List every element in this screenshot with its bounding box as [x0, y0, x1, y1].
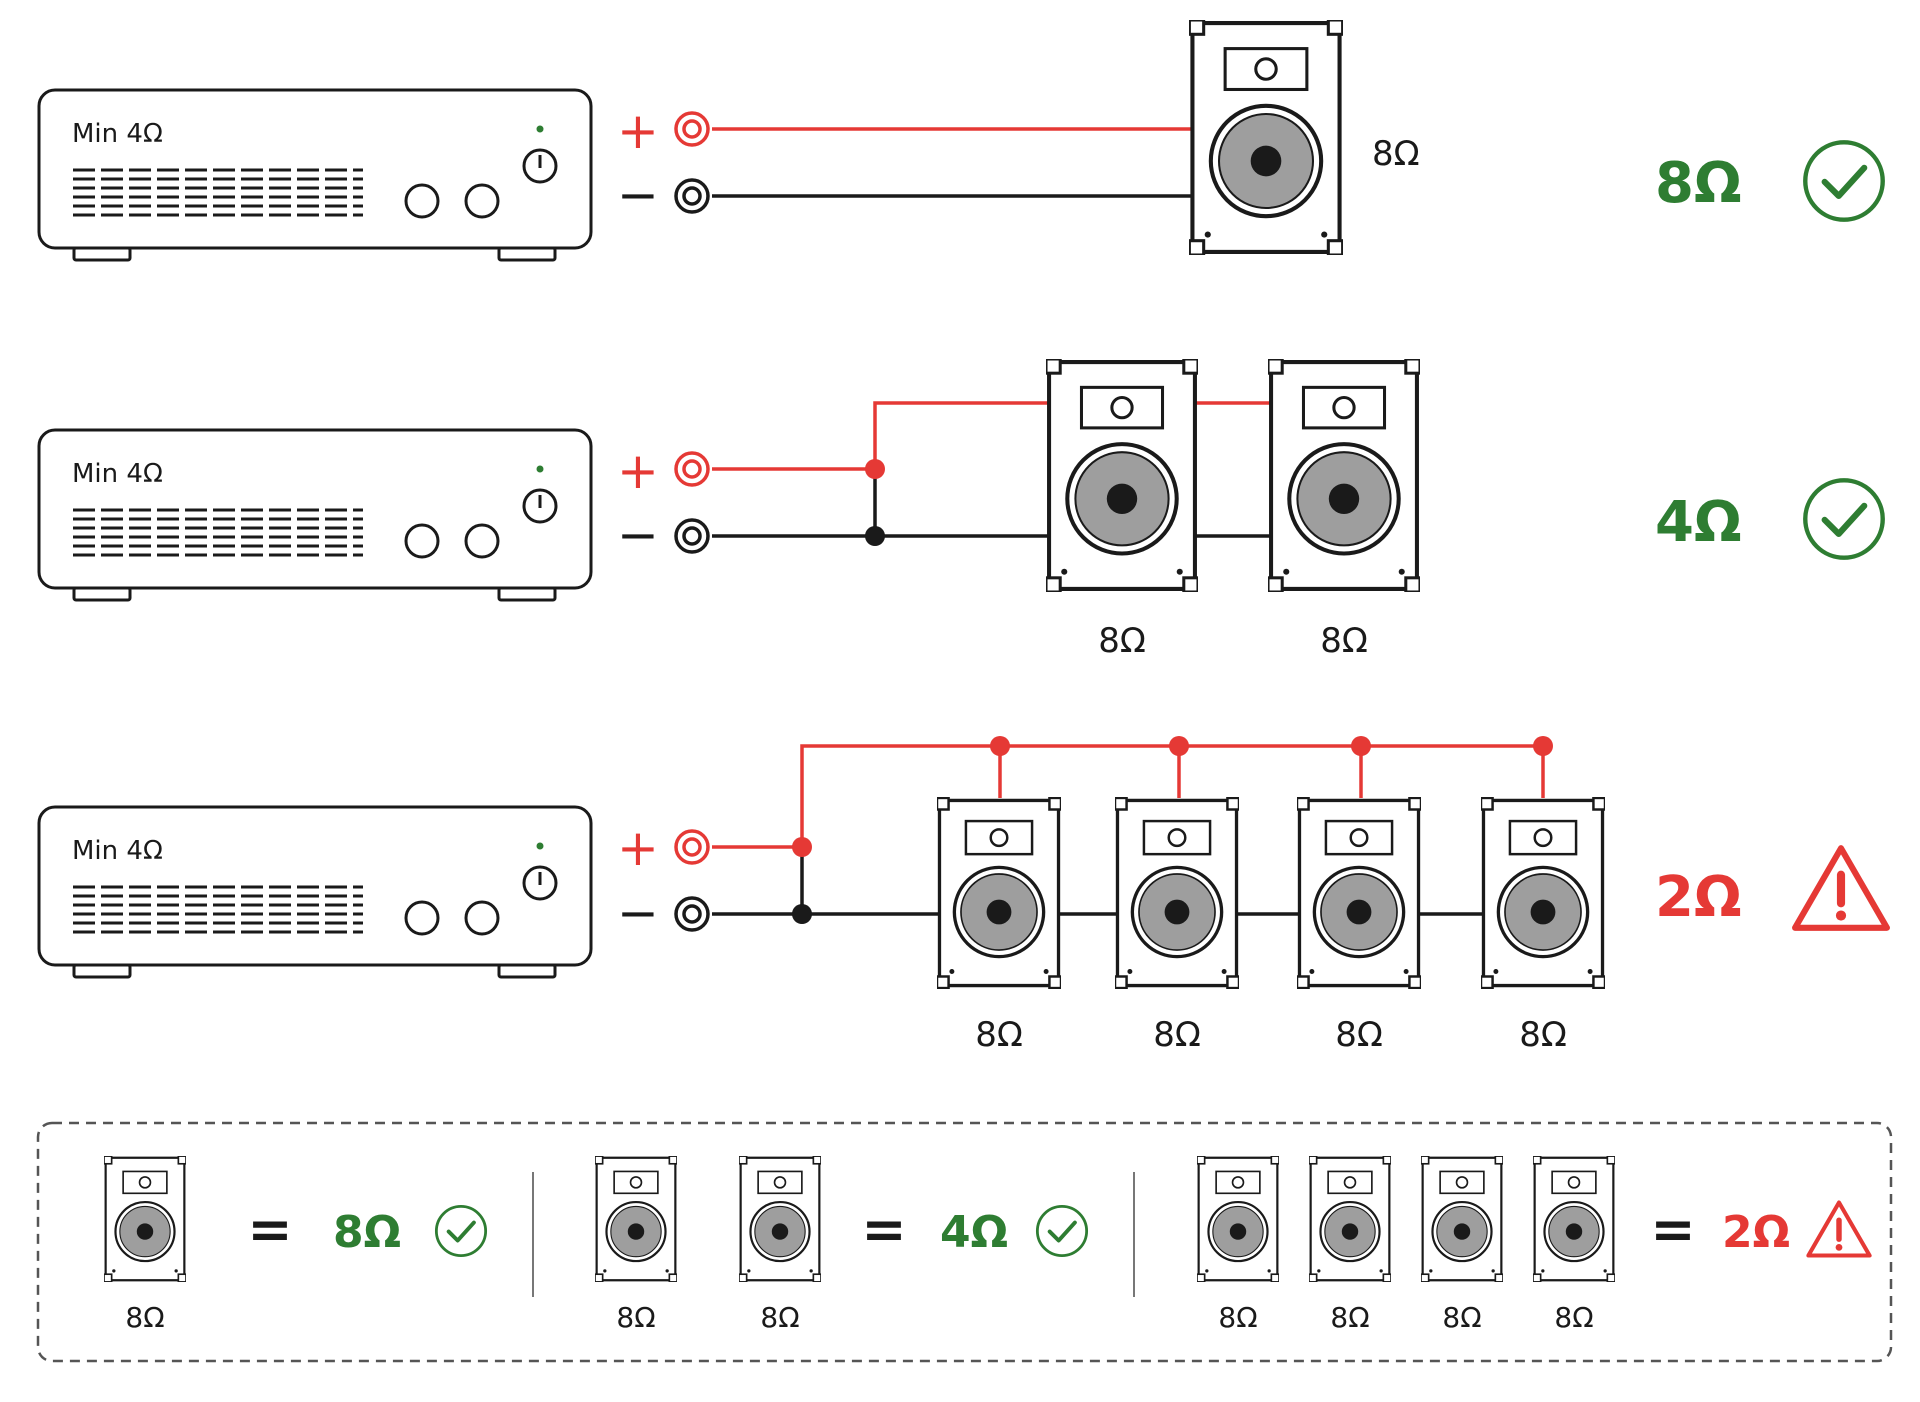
row-1: Min 4Ω + − 8Ω 8Ω [37, 20, 1883, 262]
amplifier-1: Min 4Ω [37, 88, 593, 262]
positive-junction [990, 736, 1010, 756]
speaker-impedance: 8Ω [1372, 134, 1420, 174]
equals-sign: = [1650, 1198, 1695, 1261]
amplifier-2: Min 4Ω [37, 428, 593, 602]
legend-frame [36, 1121, 1893, 1363]
positive-sign: + [617, 442, 659, 500]
amp-min-label: Min 4Ω [72, 119, 163, 149]
legend-total: 4Ω [940, 1207, 1008, 1258]
warning-triangle-icon [1795, 848, 1887, 928]
speaker-impedance: 8Ω [1330, 1301, 1369, 1334]
equals-sign: = [861, 1198, 906, 1261]
amplifier-icon [37, 428, 593, 602]
speaker-icon [739, 1156, 821, 1282]
check-circle-icon [1805, 142, 1882, 219]
total-impedance: 2Ω [1655, 865, 1742, 930]
speaker-impedance: 8Ω [975, 1015, 1023, 1055]
legend-total: 2Ω [1722, 1207, 1790, 1258]
negative-junction [792, 904, 812, 924]
speaker-impedance: 8Ω [1554, 1301, 1593, 1334]
total-impedance: 4Ω [1655, 490, 1742, 555]
equals-sign: = [247, 1198, 292, 1261]
speaker-icon [595, 1156, 677, 1282]
speaker-impedance: 8Ω [760, 1301, 799, 1334]
speaker-impedance: 8Ω [1519, 1015, 1567, 1055]
speaker-impedance: 8Ω [1442, 1301, 1481, 1334]
negative-sign: − [617, 506, 659, 564]
positive-terminal-icon [674, 451, 710, 487]
amplifier-icon [37, 805, 593, 979]
negative-terminal-icon [674, 896, 710, 932]
negative-terminal-icon [674, 178, 710, 214]
speaker-impedance: 8Ω [1098, 621, 1146, 661]
speaker-icon [1533, 1156, 1615, 1282]
positive-sign: + [617, 102, 659, 160]
positive-terminal-icon [674, 829, 710, 865]
check-circle-icon [1035, 1204, 1089, 1258]
speaker-icon [1197, 1156, 1279, 1282]
speaker-impedance: 8Ω [1335, 1015, 1383, 1055]
negative-sign: − [617, 884, 659, 942]
negative-junction [865, 526, 885, 546]
row-3: Min 4Ω + − 8Ω 8Ω 8Ω 8Ω 2Ω [37, 736, 1887, 1055]
positive-junction [1533, 736, 1553, 756]
legend-group-3: 8Ω 8Ω 8Ω 8Ω = 2Ω [1197, 1156, 1870, 1334]
positive-terminal-icon [674, 111, 710, 147]
positive-junction [1169, 736, 1189, 756]
speaker-icon [1309, 1156, 1391, 1282]
amplifier-icon [37, 88, 593, 262]
total-impedance: 8Ω [1655, 151, 1742, 216]
summary-legend: 8Ω = 8Ω 8Ω 8Ω = 4Ω 8Ω 8Ω 8Ω 8Ω = 2Ω [36, 1121, 1893, 1363]
speaker-icon [1115, 797, 1239, 989]
speaker-impedance: 8Ω [1153, 1015, 1201, 1055]
speaker-icon [1189, 20, 1342, 255]
speaker-icon [104, 1156, 186, 1282]
speaker-impedance: 8Ω [125, 1301, 164, 1334]
positive-junction [792, 837, 812, 857]
amp-min-label: Min 4Ω [72, 836, 163, 866]
speaker-icon [937, 797, 1061, 989]
negative-terminal-icon [674, 518, 710, 554]
row-2: Min 4Ω + − 8Ω 8Ω 4Ω [37, 359, 1883, 661]
amp-min-label: Min 4Ω [72, 459, 163, 489]
speaker-icon [1297, 797, 1421, 989]
check-circle-icon [1805, 480, 1882, 557]
positive-sign: + [617, 819, 659, 877]
speaker-impedance: 8Ω [1320, 621, 1368, 661]
negative-sign: − [617, 166, 659, 224]
amplifier-3: Min 4Ω [37, 805, 593, 979]
speaker-icon [1421, 1156, 1503, 1282]
legend-group-1: 8Ω = 8Ω [104, 1156, 488, 1334]
speaker-impedance: 8Ω [616, 1301, 655, 1334]
check-circle-icon [434, 1204, 488, 1258]
warning-triangle-icon [1808, 1202, 1869, 1255]
speaker-icon [1046, 359, 1198, 592]
positive-wire [712, 401, 1050, 471]
legend-group-2: 8Ω 8Ω = 4Ω [595, 1156, 1089, 1334]
legend-total: 8Ω [333, 1207, 401, 1258]
speaker-icon [1481, 797, 1605, 989]
positive-junction [1351, 736, 1371, 756]
positive-junction [865, 459, 885, 479]
speaker-icon [1268, 359, 1420, 592]
speaker-impedance: 8Ω [1218, 1301, 1257, 1334]
